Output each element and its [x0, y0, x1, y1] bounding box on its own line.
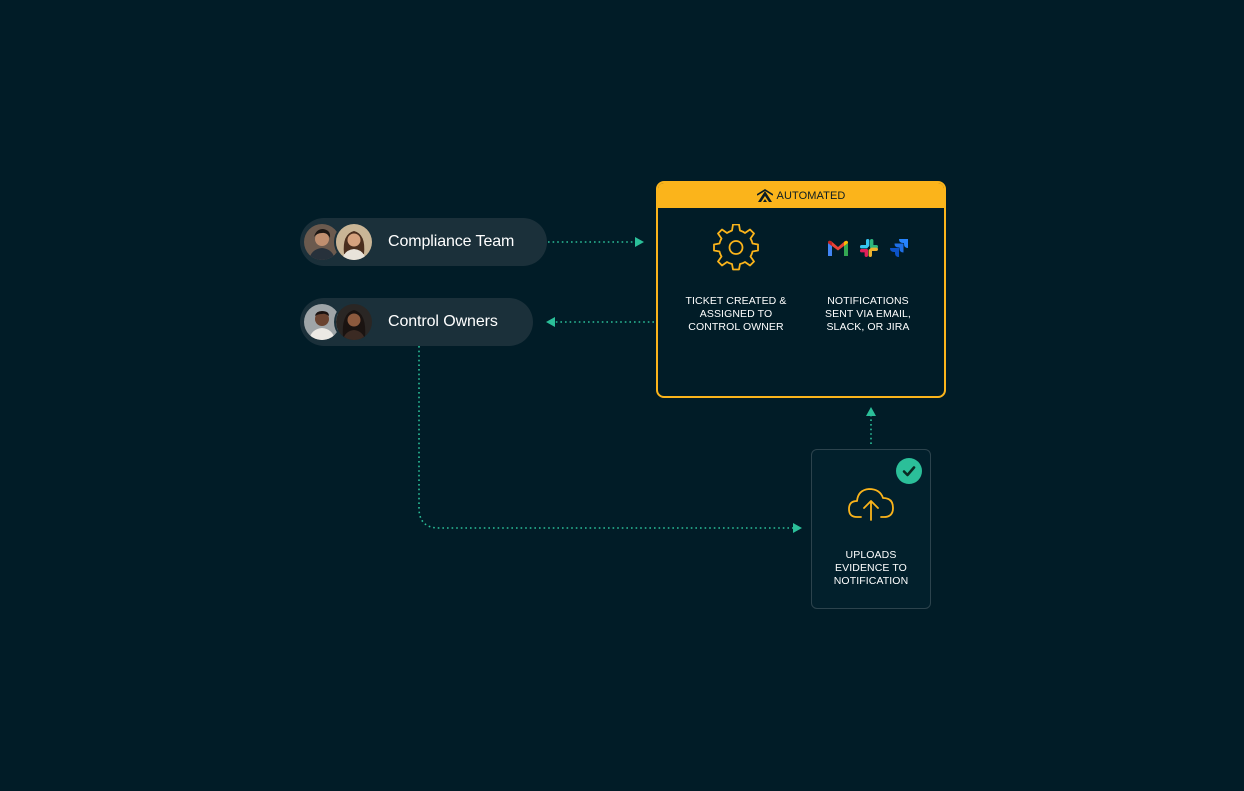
caption-line: ASSIGNED TO [699, 308, 773, 320]
caption-line: UPLOADS [845, 549, 897, 561]
role-label: Compliance Team [388, 233, 515, 250]
step-notifications: NOTIFICATIONS SENT VIA EMAIL, SLACK, OR … [808, 223, 928, 334]
caption-line: SENT VIA EMAIL, [825, 308, 911, 320]
brand-logo-icon [756, 188, 773, 203]
step-caption: TICKET CREATED & ASSIGNED TO CONTROL OWN… [676, 295, 796, 334]
automated-label: AUTOMATED [776, 189, 846, 202]
automated-panel: AUTOMATED TICKET CREATED & ASSIGNED TO C… [656, 181, 946, 398]
caption-line: EVIDENCE TO [835, 562, 907, 574]
caption-line: SLACK, OR JIRA [826, 321, 910, 333]
role-label: Control Owners [388, 313, 498, 330]
cloud-upload-icon [812, 486, 930, 522]
role-control-owners: Control Owners [300, 298, 533, 346]
upload-evidence-card: UPLOADS EVIDENCE TO NOTIFICATION [811, 449, 931, 609]
automated-badge: AUTOMATED [658, 183, 944, 208]
arrow-owners-to-upload [418, 346, 802, 533]
gmail-icon [827, 240, 849, 257]
check-circle-icon [896, 458, 922, 484]
avatar [334, 302, 374, 342]
caption-line: NOTIFICATIONS [827, 295, 909, 307]
caption-line: CONTROL OWNER [688, 321, 784, 333]
jira-icon [889, 238, 909, 258]
upload-caption: UPLOADS EVIDENCE TO NOTIFICATION [812, 549, 930, 588]
avatar [334, 222, 374, 262]
caption-line: NOTIFICATION [833, 575, 909, 587]
gear-icon [676, 223, 796, 273]
caption-line: TICKET CREATED & [685, 295, 787, 307]
step-ticket-created: TICKET CREATED & ASSIGNED TO CONTROL OWN… [676, 223, 796, 334]
step-caption: NOTIFICATIONS SENT VIA EMAIL, SLACK, OR … [808, 295, 928, 334]
slack-icon [859, 238, 879, 258]
role-compliance-team: Compliance Team [300, 218, 547, 266]
integration-icons [808, 223, 928, 273]
